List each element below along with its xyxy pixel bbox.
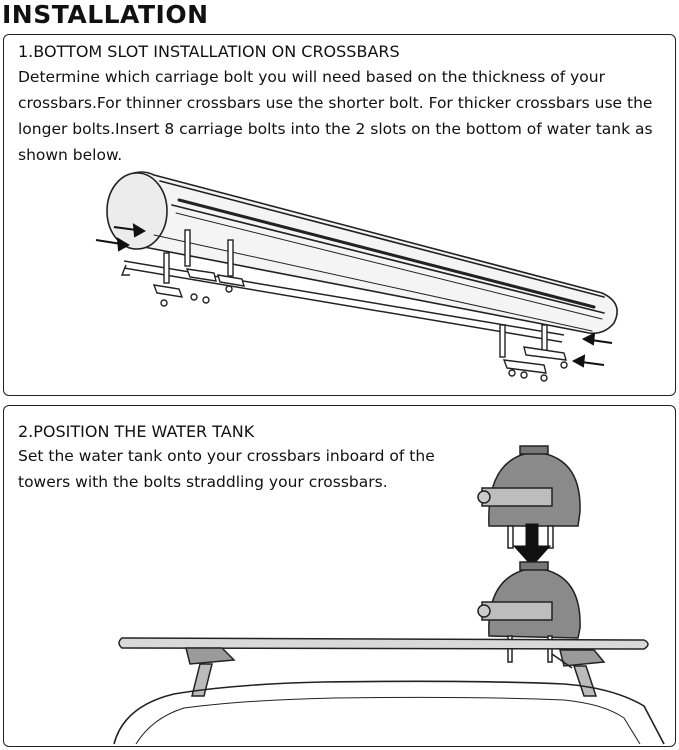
step-2-body: Set the water tank onto your crossbars i… — [18, 447, 435, 491]
page-title: INSTALLATION — [2, 0, 209, 29]
step-2-heading: 2.POSITION THE WATER TANK — [18, 422, 255, 441]
step-1-body: Determine which carriage bolt you will n… — [18, 68, 653, 164]
arrow-icon — [512, 523, 552, 567]
step-1-panel: 1.BOTTOM SLOT INSTALLATION ON CROSSBARS … — [3, 34, 676, 396]
arrow-icon — [95, 223, 613, 368]
tank-on-crossbar-drawing — [113, 445, 665, 745]
step-2-panel: 2.POSITION THE WATER TANK Set the water … — [3, 405, 676, 747]
tank-bottom-slot-bolts-drawing — [95, 171, 618, 382]
step-1-heading: 1.BOTTOM SLOT INSTALLATION ON CROSSBARS — [18, 42, 400, 61]
